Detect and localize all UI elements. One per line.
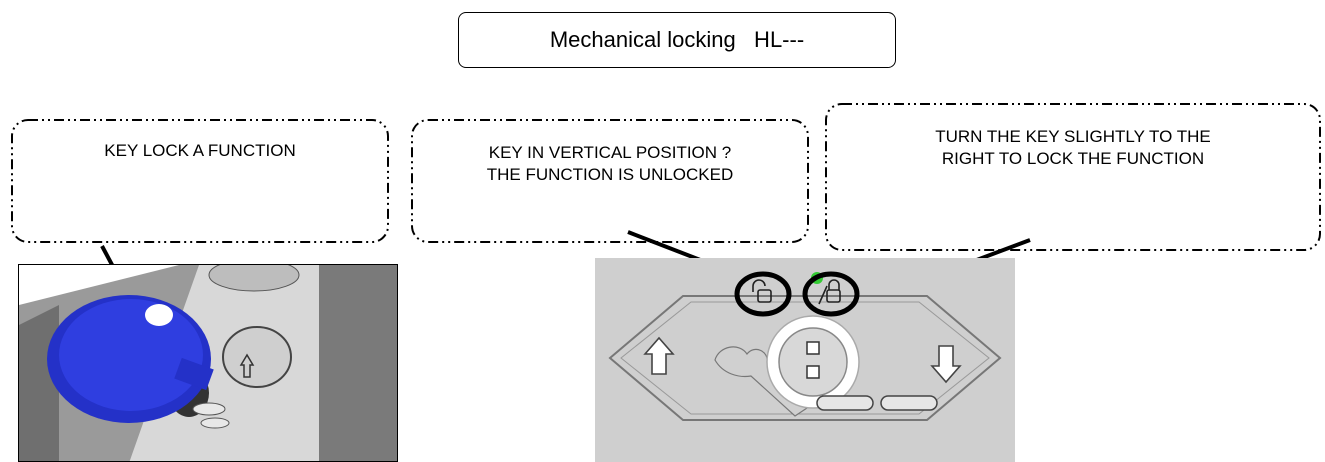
callout-vertical-text: KEY IN VERTICAL POSITION ? THE FUNCTION … <box>486 143 734 184</box>
unlock-icon <box>752 279 772 303</box>
page-title: Mechanical locking HL--- <box>549 27 805 52</box>
callout-turn: TURN THE KEY SLIGHTLY TO THE RIGHT TO LO… <box>824 102 1322 252</box>
lock-icon <box>818 279 841 305</box>
title-box: Mechanical locking HL--- <box>458 12 896 68</box>
key-illustration <box>19 265 397 461</box>
callout-frame <box>411 119 809 243</box>
callout-turn-text: TURN THE KEY SLIGHTLY TO THE RIGHT TO LO… <box>935 127 1211 168</box>
arrow-down-icon <box>239 353 255 378</box>
key-icon <box>47 295 214 423</box>
control-panel <box>595 258 1015 462</box>
lock-highlight <box>802 271 860 317</box>
arrow-up-icon <box>643 336 675 375</box>
unlock-highlight <box>734 271 792 317</box>
panel-photo <box>595 258 1015 462</box>
key-photo <box>18 264 398 462</box>
arrow-down-icon <box>930 345 962 384</box>
callout-frame <box>11 119 389 243</box>
callout-key-lock: KEY LOCK A FUNCTION <box>10 118 390 244</box>
callout-key-lock-text: KEY LOCK A FUNCTION <box>104 141 296 160</box>
callout-vertical: KEY IN VERTICAL POSITION ? THE FUNCTION … <box>410 118 810 244</box>
